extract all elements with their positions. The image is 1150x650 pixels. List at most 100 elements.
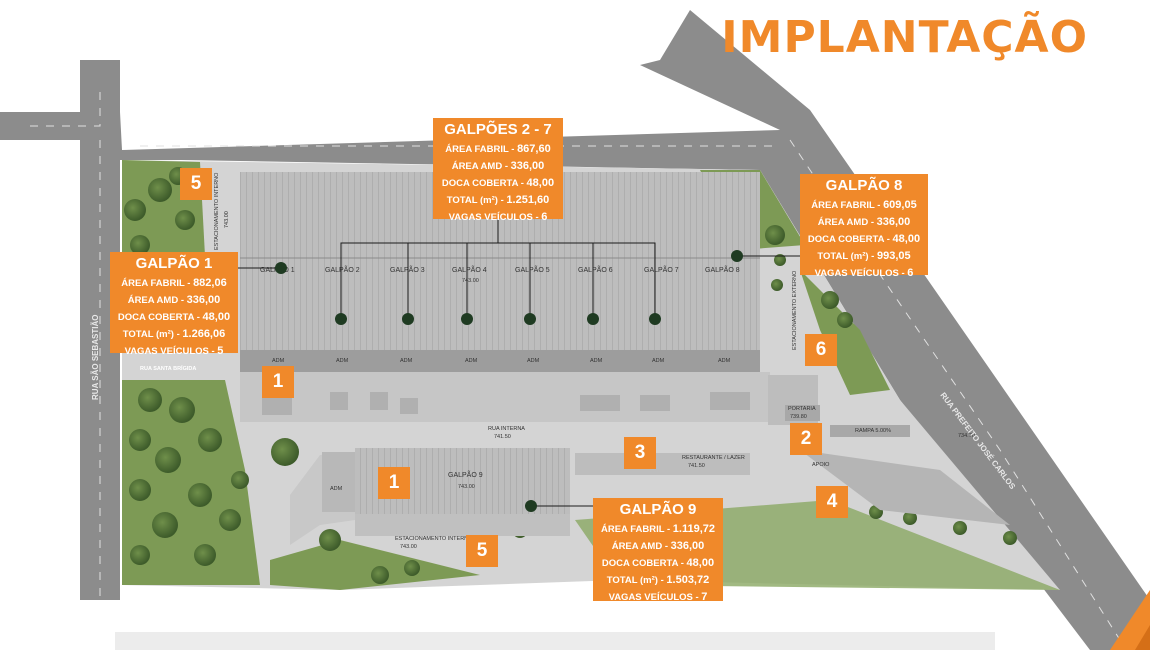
info-box-title: GALPÕES 2 - 7 xyxy=(444,121,552,138)
info-row-label: ÁREA AMD - xyxy=(817,217,877,228)
info-row-label: ÁREA AMD - xyxy=(451,161,511,172)
marker-1-g9: 1 xyxy=(378,467,410,499)
location-dots xyxy=(275,250,743,512)
info-box-galpao-8: GALPÃO 8 ÁREA FABRIL - 609,05 ÁREA AMD -… xyxy=(800,174,928,279)
info-row: ÁREA AMD - 336,00 xyxy=(800,214,928,231)
leader-lines xyxy=(237,218,800,507)
info-row-label: VAGAS VEÍCULOS - xyxy=(124,346,218,357)
info-row: ÁREA FABRIL - 609,05 xyxy=(800,197,928,214)
location-dot-galpao-8 xyxy=(731,250,743,262)
location-dot-galpao-9 xyxy=(525,500,537,512)
info-box-title: GALPÃO 1 xyxy=(135,255,213,272)
marker-3: 3 xyxy=(624,437,656,469)
street-rua-santa-brigida: RUA SANTA BRÍGIDA xyxy=(140,364,196,372)
info-row: DOCA COBERTA - 48,00 xyxy=(110,309,238,326)
apoio-label: APOIO xyxy=(812,462,830,468)
level-g9-bottom: 743.00 xyxy=(400,544,417,550)
info-row-label: ÁREA AMD - xyxy=(611,541,671,552)
rua-interna-label: RUA INTERNA xyxy=(488,426,525,432)
adm-label: ADM xyxy=(400,358,413,364)
adm-label: ADM xyxy=(272,358,285,364)
entrance-area xyxy=(575,375,1010,525)
info-row-value: 336,00 xyxy=(876,216,911,228)
info-row-label: ÁREA FABRIL - xyxy=(811,200,884,211)
marker-5-top-left: 5 xyxy=(180,168,212,200)
info-row: DOCA COBERTA - 48,00 xyxy=(800,231,928,248)
info-row-value: 48,00 xyxy=(686,557,715,569)
adm-label: ADM xyxy=(330,486,343,492)
adm-labels: ADM ADM ADM ADM ADM ADM ADM ADM ADM xyxy=(272,358,731,492)
adm-label: ADM xyxy=(336,358,349,364)
info-row-value: 1.119,72 xyxy=(672,523,715,535)
corner-decoration xyxy=(1110,590,1150,650)
location-dot-galpao-2 xyxy=(335,313,347,325)
info-row: TOTAL (m²) - 993,05 xyxy=(800,248,928,265)
info-box-title: GALPÃO 9 xyxy=(619,501,697,518)
info-row-value: 882,06 xyxy=(193,277,227,289)
info-box-title: GALPÃO 8 xyxy=(825,177,903,194)
marker-5-bottom: 5 xyxy=(466,535,498,567)
info-row-value: 993,05 xyxy=(876,250,911,262)
info-row-value: 7 xyxy=(701,591,708,603)
info-row: VAGAS VEÍCULOS - 6 xyxy=(800,265,928,282)
location-dot-galpao-7 xyxy=(649,313,661,325)
info-row-label: VAGAS VEÍCULOS - xyxy=(608,592,702,603)
rampa-label: RAMPA 5.00% xyxy=(855,428,891,434)
location-dot-galpao-4 xyxy=(461,313,473,325)
info-row-value: 336,00 xyxy=(510,160,545,172)
info-row-label: TOTAL (m²) - xyxy=(122,329,183,340)
right-level: 734.70 xyxy=(958,433,975,439)
info-row-label: TOTAL (m²) - xyxy=(446,195,507,206)
location-dot-galpao-5 xyxy=(524,313,536,325)
info-row-value: 5 xyxy=(217,345,224,357)
info-row: ÁREA AMD - 336,00 xyxy=(433,158,563,175)
info-row: DOCA COBERTA - 48,00 xyxy=(593,555,723,572)
info-box-galpao-1: GALPÃO 1 ÁREA FABRIL - 882,06 ÁREA AMD -… xyxy=(110,252,238,357)
info-row-value: 48,00 xyxy=(892,233,921,245)
adm-label: ADM xyxy=(652,358,665,364)
roads xyxy=(0,10,1150,650)
marker-6: 6 xyxy=(805,334,837,366)
warehouse-label-6: GALPÃO 6 xyxy=(578,265,613,274)
info-row-value: 1.503,72 xyxy=(666,574,710,586)
info-row: ÁREA AMD - 336,00 xyxy=(593,538,723,555)
adm-label: ADM xyxy=(590,358,603,364)
info-row: TOTAL (m²) - 1.251,60 xyxy=(433,192,563,209)
site-labels: 743.00 743.00 743.00 743.00 RUA INTERNA … xyxy=(214,172,975,550)
marker-2: 2 xyxy=(790,423,822,455)
marker-1-main: 1 xyxy=(262,366,294,398)
adm-label: ADM xyxy=(527,358,540,364)
info-row-label: ÁREA FABRIL - xyxy=(601,524,673,535)
warehouse-label-2: GALPÃO 2 xyxy=(325,265,360,274)
info-row: DOCA COBERTA - 48,00 xyxy=(433,175,563,192)
estacionamento-externo: ESTACIONAMENTO EXTERNO xyxy=(792,270,798,350)
warehouse-label-4: GALPÃO 4 xyxy=(452,265,487,274)
info-row-value: 6 xyxy=(541,211,548,223)
level-main: 743.00 xyxy=(462,278,479,284)
portaria-level: 739.80 xyxy=(790,414,807,420)
location-dot-galpao-6 xyxy=(587,313,599,325)
info-row-value: 336,00 xyxy=(670,540,705,552)
info-box-galpoes-2-7: GALPÕES 2 - 7 ÁREA FABRIL - 867,60 ÁREA … xyxy=(433,118,563,223)
info-row-value: 1.266,06 xyxy=(182,328,226,340)
info-row: ÁREA FABRIL - 882,06 xyxy=(110,275,238,292)
info-box-galpao-9: GALPÃO 9 ÁREA FABRIL - 1.119,72 ÁREA AMD… xyxy=(593,498,723,603)
estacionamento-interno-top: ESTACIONAMENTO INTERNO xyxy=(214,172,220,250)
info-row: VAGAS VEÍCULOS - 5 xyxy=(110,343,238,360)
info-row-value: 609,05 xyxy=(883,199,917,211)
rua-interna-level: 741.50 xyxy=(494,434,511,440)
location-dot-galpao-3 xyxy=(402,313,414,325)
page-title: IMPLANTAÇÃO xyxy=(721,12,1088,63)
estacionamento-interno-bottom: ESTACIONAMENTO INTERNO xyxy=(395,536,473,542)
info-row-label: ÁREA FABRIL - xyxy=(445,144,518,155)
warehouse-label-3: GALPÃO 3 xyxy=(390,265,425,274)
info-row: VAGAS VEÍCULOS - 7 xyxy=(593,589,723,606)
info-row: VAGAS VEÍCULOS - 6 xyxy=(433,209,563,226)
street-rua-sao-sebastiao: RUA SÃO SEBASTIÃO xyxy=(91,315,100,401)
warehouse-label-5: GALPÃO 5 xyxy=(515,265,550,274)
portaria-label: PORTARIA xyxy=(788,406,816,412)
info-row: TOTAL (m²) - 1.503,72 xyxy=(593,572,723,589)
location-dot-galpao-1 xyxy=(275,262,287,274)
warehouse-label-9: GALPÃO 9 xyxy=(448,470,483,479)
info-row-value: 48,00 xyxy=(526,177,555,189)
